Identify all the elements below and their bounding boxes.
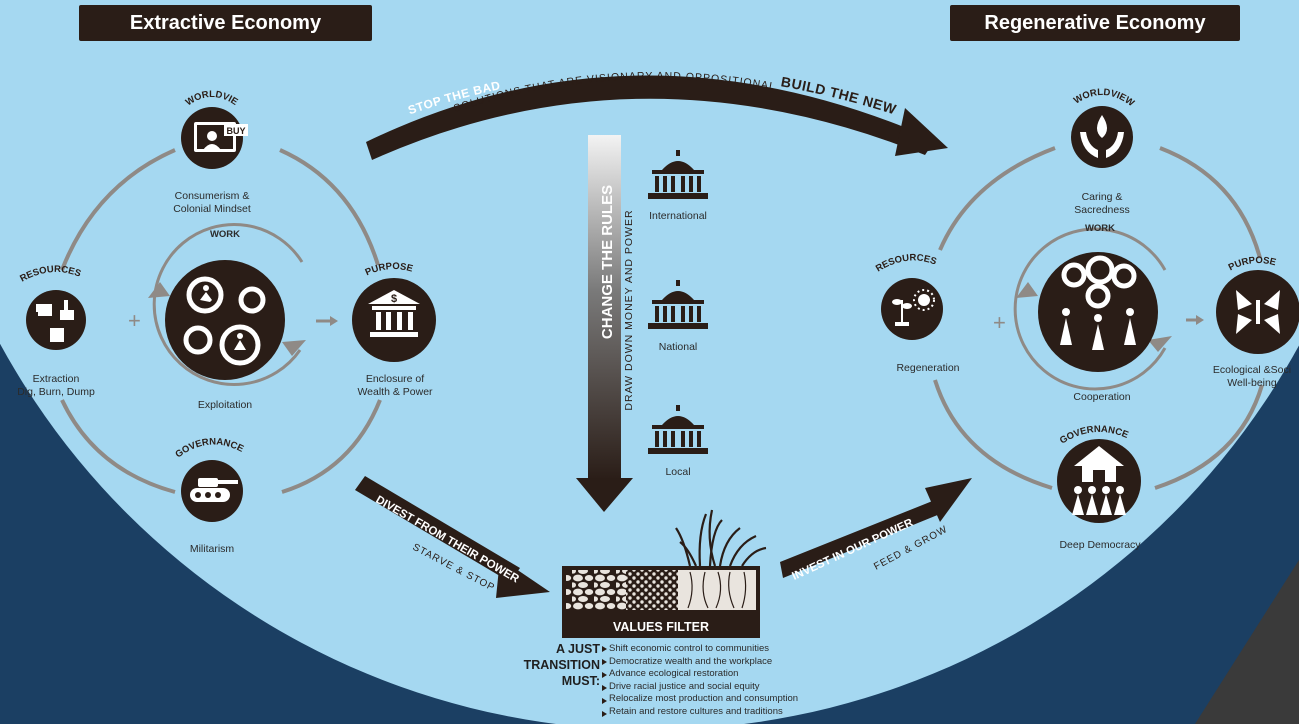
sprout-sun-icon [892, 289, 935, 326]
extractive-worldview-label-line2: Colonial Mindset [173, 203, 251, 215]
buy-badge: BUY [226, 126, 245, 136]
change-rules-head [576, 478, 633, 512]
top-arrow-head [895, 108, 948, 156]
level-international: International [649, 210, 707, 222]
regenerative-work-title: WORK [1084, 223, 1116, 234]
dollar-symbol: $ [391, 293, 397, 305]
butterflies-icon [1236, 290, 1280, 334]
values-filter-label: VALUES FILTER [613, 620, 709, 634]
regenerative-resources-label: Regeneration [896, 362, 960, 374]
just-transition-line3: MUST: [561, 674, 600, 688]
extractive-resources-label: Extraction Dig, Burn, Dump [0, 373, 112, 399]
extractive-resources-label-line2: Dig, Burn, Dump [17, 386, 95, 398]
top-arrow [366, 75, 935, 160]
invest-arrow-head [925, 478, 972, 522]
screen-buy-icon: BUY [194, 122, 248, 152]
excavator-factory-icon [36, 300, 74, 342]
change-rules-subtitle: DRAW DOWN MONEY AND POWER [623, 209, 635, 410]
values-filter-graphic [562, 509, 767, 638]
corner-panel [1195, 560, 1299, 724]
level-local: Local [665, 466, 691, 478]
extractive-purpose-label-line1: Enclosure of [365, 373, 425, 385]
extractive-purpose-icon-bg [352, 278, 436, 362]
transition-item: Advance ecological restoration [609, 668, 739, 679]
change-rules-shaft [588, 135, 621, 480]
extractive-worldview-label: Consumerism & Colonial Mindset [152, 190, 272, 216]
divest-arrow-head [496, 558, 550, 598]
extractive-worldview-label-line1: Consumerism & [174, 190, 250, 202]
just-transition-heading: A JUST TRANSITION MUST: [500, 641, 600, 689]
transition-item: Democratize wealth and the workplace [609, 655, 773, 667]
capitol-icon-national [648, 280, 708, 329]
invest-arrow [780, 500, 940, 578]
regenerative-purpose-label-line2: Well-being [1227, 377, 1277, 389]
regenerative-worldview-label: Caring & Sacredness [1045, 191, 1159, 217]
gears-workers-icon [183, 276, 266, 366]
regenerative-resources-icon-bg [881, 278, 943, 340]
extractive-governance-label: Militarism [189, 543, 235, 555]
just-transition-line2: TRANSITION [523, 658, 600, 672]
extractive-resources-label-line1: Extraction [32, 373, 80, 385]
extractive-work-title: WORK [209, 229, 241, 240]
level-national: National [658, 341, 698, 353]
bank-dollar-icon [368, 290, 420, 337]
extractive-purpose-label-line2: Wealth & Power [357, 386, 433, 398]
tank-icon [190, 478, 238, 502]
divest-arrow [355, 476, 520, 582]
extractive-plus: + [128, 308, 141, 333]
transition-item: Shift economic control to communities [609, 643, 769, 654]
regenerative-governance-label: Deep Democracy [1059, 539, 1141, 551]
transition-item: Relocalize most production and consumpti… [609, 693, 799, 704]
regenerative-purpose-label-line1: Ecological &Soci [1212, 364, 1292, 376]
gears-people-icon [1061, 255, 1137, 309]
extractive-work-icon-bg [165, 260, 285, 380]
capitol-icon-international [648, 150, 708, 199]
hands-drop-icon [1080, 115, 1124, 158]
regenerative-work-icon-bg [1038, 252, 1158, 372]
grass-icon [675, 509, 767, 567]
regenerative-worldview-label-line2: Sacredness [1074, 204, 1130, 216]
regenerative-work-label: Cooperation [1073, 391, 1131, 403]
regenerative-purpose-label: Ecological &Soci Well-being [1205, 364, 1299, 390]
regenerative-plus: + [993, 310, 1006, 335]
regenerative-worldview-label-line1: Caring & [1081, 191, 1123, 203]
regenerative-cycle-ring [933, 146, 1264, 490]
just-transition-line1: A JUST [556, 642, 600, 656]
extractive-cycle-ring [60, 148, 382, 494]
regenerative-economy-header: Regenerative Economy [950, 5, 1240, 41]
transition-item: Retain and restore cultures and traditio… [609, 705, 783, 717]
change-rules-title: CHANGE THE RULES [599, 185, 616, 339]
just-transition-list: Shift economic control to communities De… [609, 643, 798, 718]
capitol-icon-local [648, 405, 708, 454]
transition-item: Drive racial justice and social equity [609, 680, 760, 692]
extractive-economy-header: Extractive Economy [79, 5, 372, 41]
house-people-icon [1072, 446, 1126, 515]
extractive-work-label: Exploitation [197, 399, 253, 411]
transition-bullets [602, 646, 607, 717]
extractive-purpose-label: Enclosure of Wealth & Power [340, 373, 450, 399]
